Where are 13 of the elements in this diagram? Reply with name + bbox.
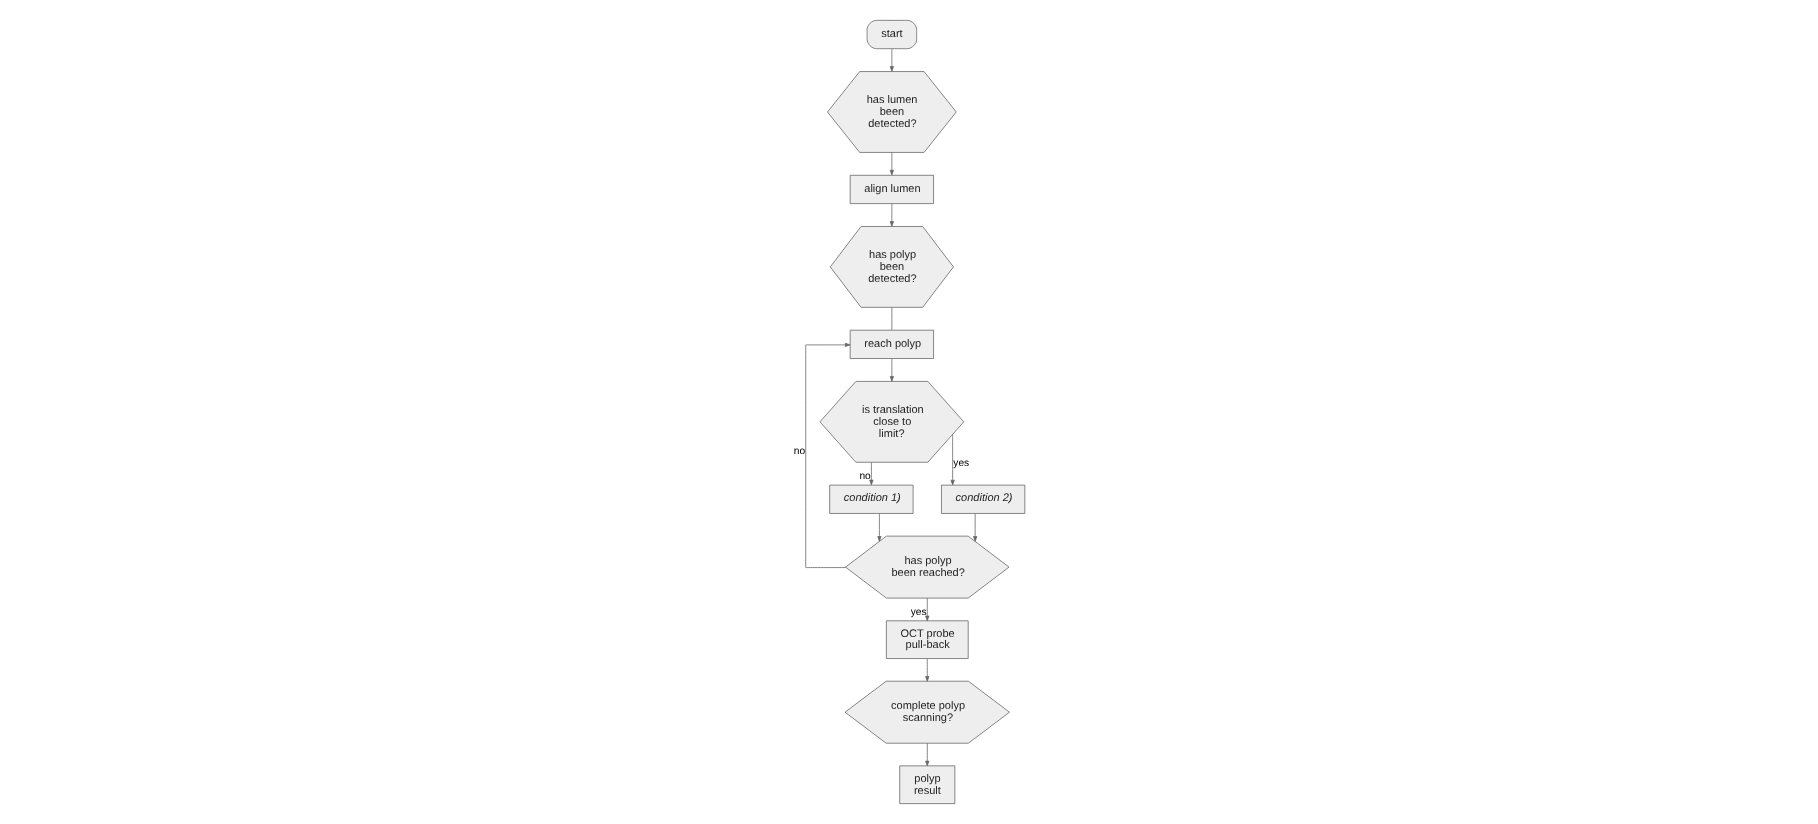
arrow <box>925 597 930 622</box>
arrow <box>889 48 894 72</box>
arrow <box>805 342 851 568</box>
arrow <box>889 203 894 227</box>
arrow <box>925 658 930 682</box>
arrow <box>869 462 874 486</box>
arrow <box>889 358 894 382</box>
arrow <box>925 742 930 767</box>
arrow <box>973 513 978 542</box>
arrow <box>950 434 955 486</box>
arrow <box>877 513 882 542</box>
connector <box>891 307 893 331</box>
arrow <box>889 152 894 176</box>
